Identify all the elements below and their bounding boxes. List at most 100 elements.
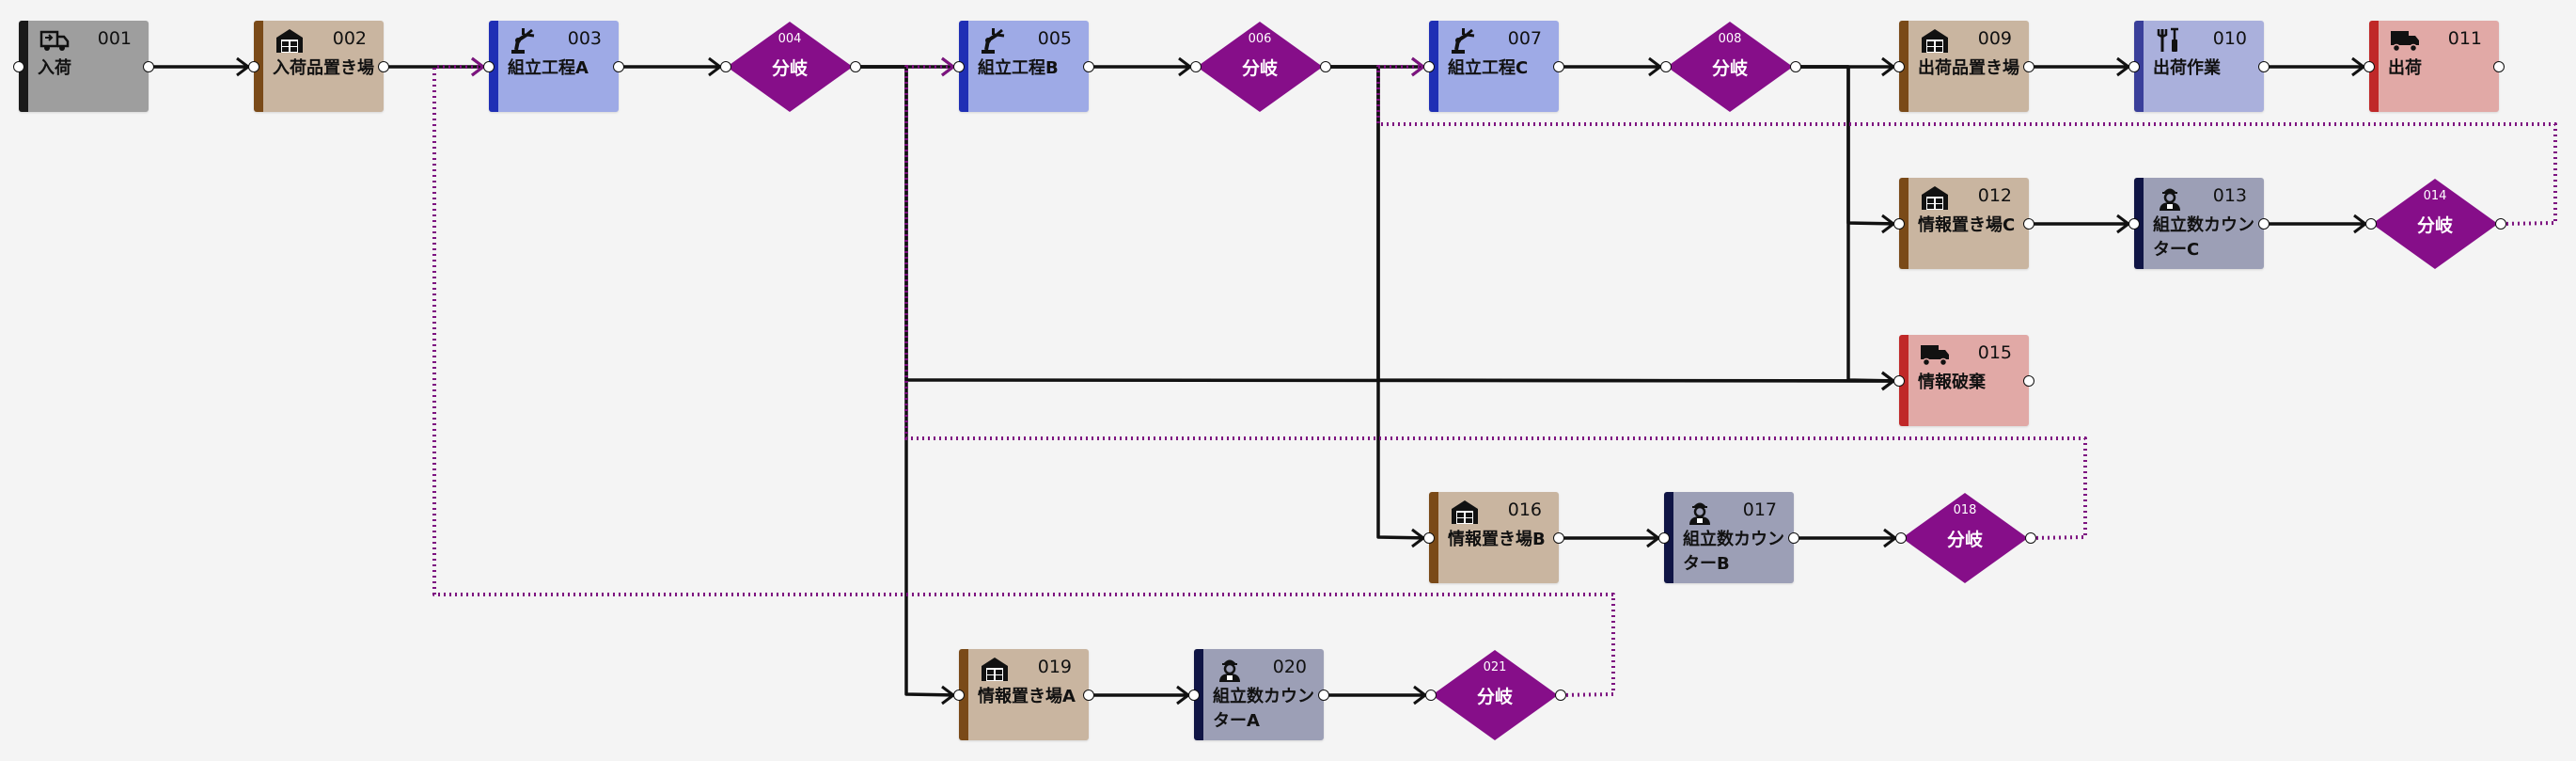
edge-009-010[interactable] [2029, 56, 2134, 77]
edge-003-004[interactable] [619, 56, 726, 77]
out-port-017[interactable] [1788, 532, 1799, 544]
in-port-002[interactable] [248, 61, 259, 72]
out-port-021[interactable] [1555, 690, 1566, 701]
node-number: 017 [1742, 499, 1777, 520]
out-port-019[interactable] [1083, 690, 1094, 701]
node-number: 020 [1272, 657, 1307, 677]
branch-node-021[interactable]: 021 分岐 [1431, 649, 1559, 741]
in-port-001[interactable] [13, 61, 24, 72]
edge-006-015[interactable] [1326, 65, 1900, 391]
in-port-013[interactable] [2128, 218, 2140, 230]
in-port-012[interactable] [1893, 218, 1905, 230]
in-port-016[interactable] [1423, 532, 1435, 544]
out-port-012[interactable] [2023, 218, 2034, 230]
edge-020-021[interactable] [1324, 685, 1431, 706]
out-port-016[interactable] [1553, 532, 1564, 544]
in-port-010[interactable] [2128, 61, 2140, 72]
node-label: 分岐 [1476, 687, 1513, 707]
in-port-008[interactable] [1660, 61, 1672, 72]
node-number: 006 [1248, 32, 1272, 46]
edge-005-006[interactable] [1089, 56, 1196, 77]
in-port-017[interactable] [1658, 532, 1670, 544]
out-port-001[interactable] [143, 61, 154, 72]
edge-001-002[interactable] [149, 56, 254, 77]
in-port-005[interactable] [953, 61, 965, 72]
out-port-009[interactable] [2023, 61, 2034, 72]
node-number: 018 [1953, 503, 1977, 517]
node-number: 011 [2447, 28, 2482, 49]
node-number: 009 [1977, 28, 2012, 49]
warehouse-icon [1450, 498, 1480, 526]
out-port-011[interactable] [2493, 61, 2505, 72]
out-port-010[interactable] [2258, 61, 2270, 72]
out-port-005[interactable] [1083, 61, 1094, 72]
out-port-004[interactable] [850, 61, 861, 72]
out-port-008[interactable] [1790, 61, 1801, 72]
process-node-017[interactable]: 017 組立数カウンターB [1664, 492, 1794, 583]
in-port-019[interactable] [953, 690, 965, 701]
edge-018-005[interactable] [904, 56, 2087, 540]
node-label: 組立工程B [978, 58, 1059, 78]
edge-017-018[interactable] [1794, 528, 1901, 548]
out-port-014[interactable] [2495, 218, 2506, 230]
warehouse-icon [275, 26, 305, 55]
in-port-015[interactable] [1893, 375, 1905, 387]
in-port-014[interactable] [2365, 218, 2377, 230]
out-port-015[interactable] [2023, 375, 2034, 387]
node-number: 002 [332, 28, 367, 49]
out-port-013[interactable] [2258, 218, 2270, 230]
in-port-003[interactable] [483, 61, 495, 72]
node-label: 組立数カウンターB [1683, 530, 1784, 574]
in-port-009[interactable] [1893, 61, 1905, 72]
out-port-002[interactable] [378, 61, 389, 72]
process-node-005[interactable]: 005 組立工程B [959, 21, 1089, 112]
edge-008-015[interactable] [1796, 65, 1900, 391]
edge-021-003[interactable] [432, 56, 1615, 697]
edge-006-016[interactable] [1326, 65, 1430, 548]
in-port-021[interactable] [1425, 690, 1437, 701]
node-number: 012 [1977, 185, 2012, 206]
in-port-020[interactable] [1188, 690, 1200, 701]
edge-007-008[interactable] [1559, 56, 1666, 77]
edge-013-014[interactable] [2264, 214, 2371, 234]
in-port-004[interactable] [720, 61, 731, 72]
diamond-shape [2372, 179, 2498, 269]
edge-019-020[interactable] [1089, 685, 1194, 706]
edge-012-013[interactable] [2029, 214, 2134, 234]
out-port-006[interactable] [1320, 61, 1331, 72]
edge-010-011[interactable] [2264, 56, 2369, 77]
in-port-018[interactable] [1895, 532, 1907, 544]
in-port-007[interactable] [1423, 61, 1435, 72]
out-port-020[interactable] [1318, 690, 1329, 701]
worker-icon [1215, 655, 1245, 683]
node-number: 005 [1037, 28, 1072, 49]
robot-arm-icon [1450, 26, 1480, 55]
edge-016-017[interactable] [1559, 528, 1664, 548]
out-port-003[interactable] [613, 61, 624, 72]
out-port-018[interactable] [2025, 532, 2036, 544]
out-port-007[interactable] [1553, 61, 1564, 72]
in-port-011[interactable] [2364, 61, 2375, 72]
node-number: 021 [1483, 660, 1507, 674]
diamond-shape [1667, 22, 1793, 112]
in-port-006[interactable] [1190, 61, 1202, 72]
